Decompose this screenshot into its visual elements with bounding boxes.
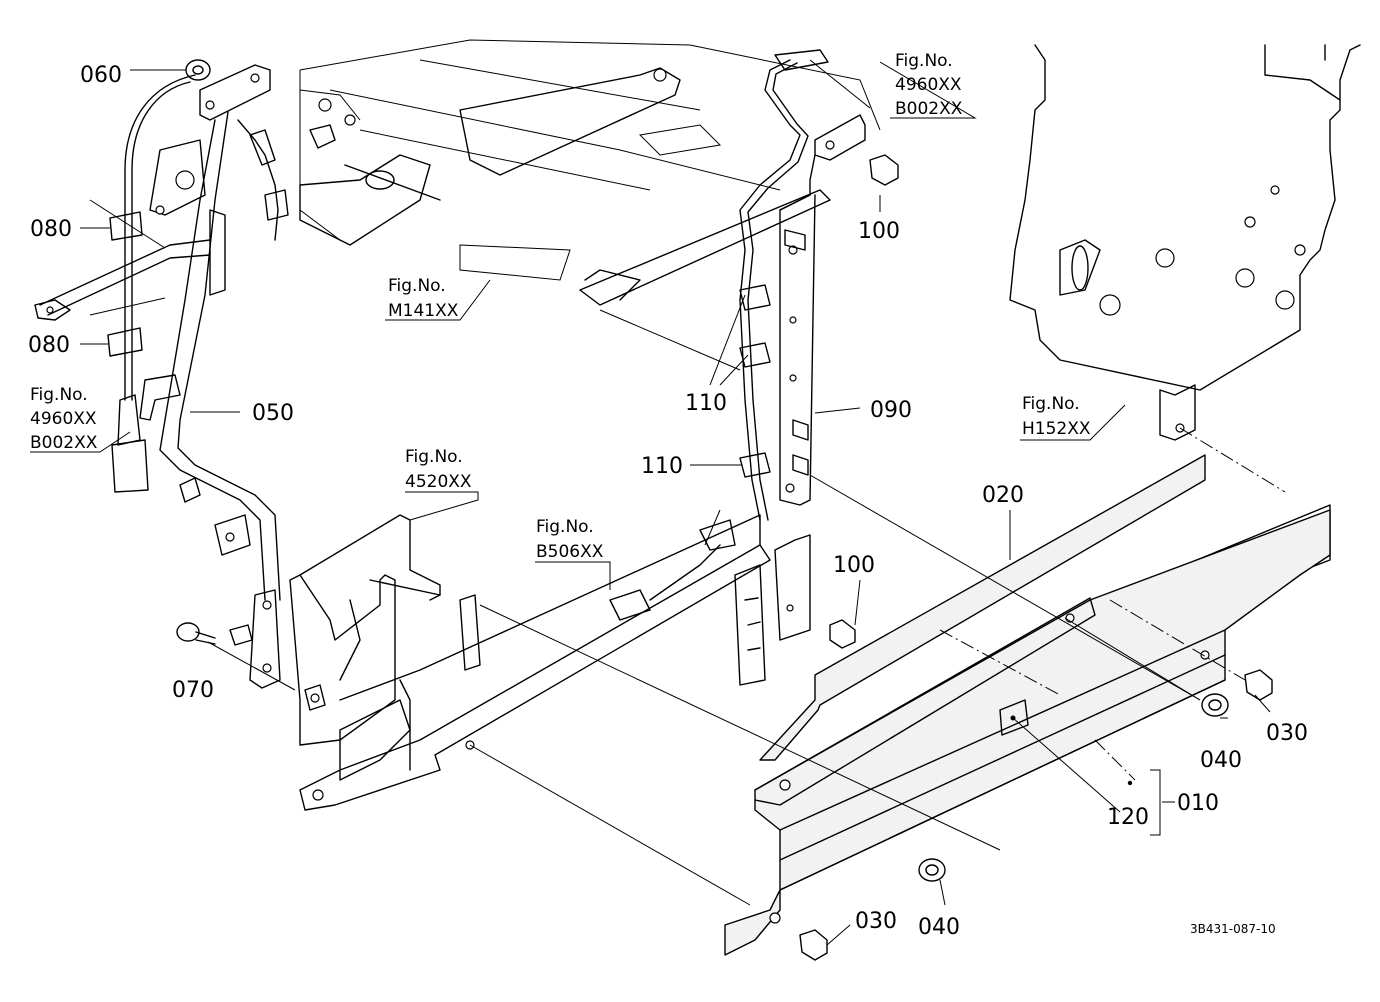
figref-m141: Fig.No. M141XX <box>388 276 459 321</box>
nut-040-right <box>1201 693 1229 717</box>
clamp-080-upper <box>109 211 143 241</box>
nut-060 <box>185 59 211 81</box>
bolt-030-right <box>1244 669 1273 701</box>
bolt-100-lower <box>829 619 856 649</box>
figref-title: Fig.No. <box>895 51 953 71</box>
figref-title: Fig.No. <box>388 276 446 296</box>
bolt-070 <box>176 622 216 645</box>
part-050-frame <box>34 64 281 689</box>
figref-number: H152XX <box>1022 419 1091 439</box>
figref-number: 4960XX <box>895 75 962 95</box>
figref-title: Fig.No. <box>536 517 594 537</box>
bolt-upper-left <box>309 124 336 149</box>
label-030-right: 030 <box>1266 721 1308 746</box>
figref-title: Fig.No. <box>405 447 463 467</box>
chassis-frame <box>299 39 881 306</box>
assembly-lines <box>469 309 1286 906</box>
figref-4960-top: Fig.No. 4960XX B002XX <box>895 51 963 119</box>
bolt-100-upper <box>869 154 899 186</box>
figref-number: 4960XX <box>30 409 97 429</box>
lower-rail-frame <box>299 514 771 811</box>
label-020: 020 <box>982 483 1024 508</box>
label-030-bottom: 030 <box>855 909 897 934</box>
figref-title: Fig.No. <box>1022 394 1080 414</box>
label-060: 060 <box>80 63 122 88</box>
figref-b506: Fig.No. B506XX <box>536 517 604 562</box>
figref-number: B002XX <box>30 433 98 453</box>
figref-number: M141XX <box>388 301 459 321</box>
plate-090 <box>774 114 866 641</box>
clamp-110-b <box>739 342 771 368</box>
figref-title: Fig.No. <box>30 385 88 405</box>
label-120: 120 <box>1107 805 1149 830</box>
figref-4960-left: Fig.No. 4960XX B002XX <box>30 385 98 453</box>
label-050: 050 <box>252 401 294 426</box>
middle-bracket <box>289 514 441 746</box>
cable-harness-left <box>111 74 289 493</box>
bolt-030-bottom <box>799 929 828 961</box>
nut-040-bottom <box>918 858 946 882</box>
label-010: 010 <box>1177 791 1219 816</box>
label-040-right: 040 <box>1200 748 1242 773</box>
label-080-lower: 080 <box>28 333 70 358</box>
cover-010 <box>724 509 1331 956</box>
label-070: 070 <box>172 678 214 703</box>
leader-lines <box>30 59 1271 946</box>
cable-harness-right <box>739 49 829 521</box>
label-040-bottom: 040 <box>918 915 960 940</box>
figref-h152: Fig.No. H152XX <box>1022 394 1091 439</box>
figref-4520: Fig.No. 4520XX <box>405 447 472 492</box>
label-110-a: 110 <box>685 391 727 416</box>
figref-number: B506XX <box>536 542 604 562</box>
clamp-110-c <box>739 452 771 478</box>
label-080-upper: 080 <box>30 217 72 242</box>
clamp-110-a <box>739 284 771 311</box>
right-panel <box>1009 44 1361 441</box>
clamp-080-lower <box>107 327 143 357</box>
drawing-code: 3B431-087-10 <box>1190 922 1276 936</box>
label-110-b: 110 <box>641 454 683 479</box>
figref-number: B002XX <box>895 99 963 119</box>
label-090: 090 <box>870 398 912 423</box>
label-100-upper: 100 <box>858 219 900 244</box>
label-100-lower: 100 <box>833 553 875 578</box>
figref-number: 4520XX <box>405 472 472 492</box>
